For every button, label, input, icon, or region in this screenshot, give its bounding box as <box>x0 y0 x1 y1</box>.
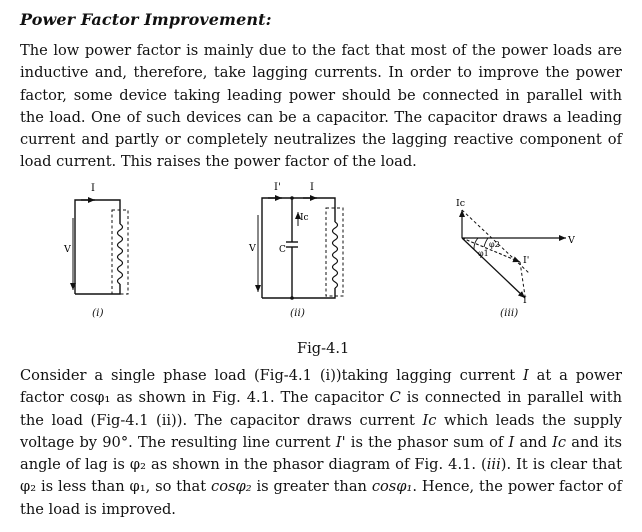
arc-phi1 <box>473 237 479 250</box>
figure-4-1: I V I' I V Ic C Ic V I' I φ2 φ1 <box>63 182 575 306</box>
subcaption-i: (i) <box>92 307 104 319</box>
wire-ii-left <box>261 197 320 298</box>
inductor-ii <box>331 221 339 289</box>
junction-top <box>290 196 294 200</box>
circuit-ii <box>255 195 344 299</box>
label-ii-current: I <box>310 182 314 193</box>
label-iii-i-prime: I' <box>523 255 529 266</box>
section-title: Power Factor Improvement: <box>20 10 272 29</box>
subcaption-iii: (iii) <box>500 307 519 319</box>
label-ii-c: C <box>279 245 286 255</box>
phasor-i <box>461 237 526 299</box>
coil-lead-top-i <box>112 199 121 224</box>
label-iii-v: V <box>567 235 575 246</box>
intro-paragraph: The low power factor is mainly due to th… <box>20 42 622 171</box>
label-ii-ic: Ic <box>300 213 309 223</box>
explanation-paragraph: Consider a single phase load (Fig-4.1 (i… <box>20 367 622 518</box>
label-iii-ic: Ic <box>456 198 465 209</box>
label-ii-current-prime: I' <box>274 182 281 193</box>
construction-line-2 <box>519 261 526 297</box>
arc-phi2 <box>483 237 489 248</box>
label-i-current: I <box>91 183 95 194</box>
coil-lead-top-ii <box>320 197 336 222</box>
label-ii-voltage: V <box>248 243 256 254</box>
phasor-i-prime <box>461 237 521 263</box>
coil-lead-bottom-i <box>112 284 121 295</box>
wire-i-left <box>74 199 112 294</box>
label-i-voltage: V <box>63 244 71 255</box>
figure-caption: Fig-4.1 <box>297 340 350 357</box>
construction-line-1 <box>461 209 531 275</box>
phasor-diagram <box>459 209 566 299</box>
subcaption-ii: (ii) <box>290 307 305 319</box>
label-iii-i: I <box>523 295 527 306</box>
label-phi2: φ2 <box>489 240 500 249</box>
coil-lead-bottom-ii <box>320 288 336 299</box>
junction-bottom <box>290 296 294 300</box>
circuit-i <box>70 197 129 295</box>
inductor-i <box>116 223 124 285</box>
label-phi1: φ1 <box>478 249 489 258</box>
